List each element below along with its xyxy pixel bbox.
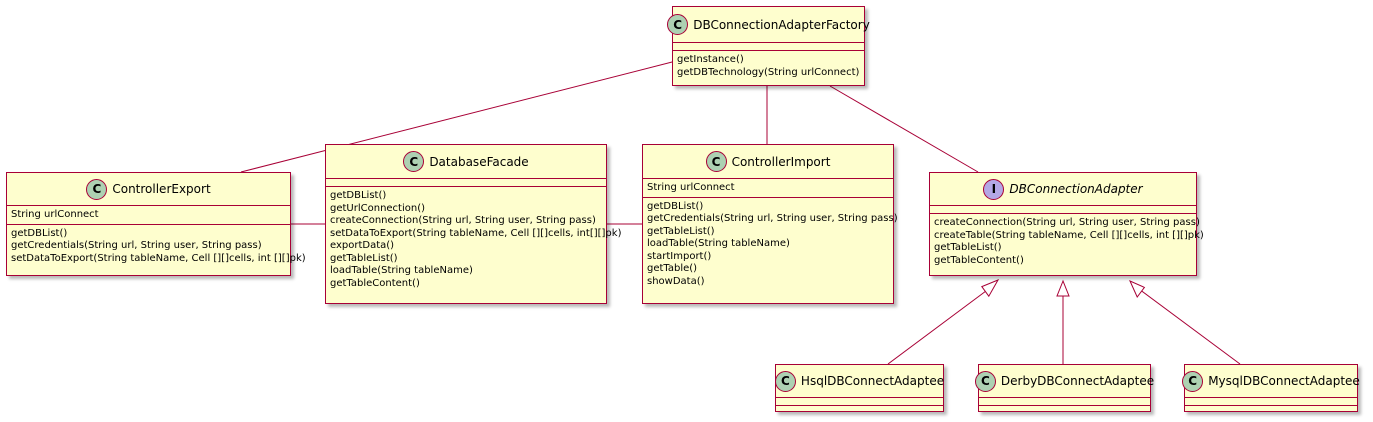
method-row: exportData() [330, 240, 395, 251]
realization-arrow-hsql [981, 278, 1000, 298]
attributes-section [1185, 397, 1357, 405]
class-stereotype-icon: C [705, 151, 727, 172]
edge-factory-adapter [829, 85, 979, 173]
class-name: DBConnectionAdapterFactory [693, 17, 870, 32]
method-row: getTableList() [934, 242, 1002, 253]
method-row: startImport() [647, 250, 712, 262]
method-row: getCredentials(String url, String user, … [647, 213, 898, 224]
method-row: loadTable(String tableName) [330, 265, 473, 276]
method-row: createConnection(String url, String user… [934, 217, 1200, 228]
method-row: getUrlConnection() [330, 202, 426, 214]
method-row: setDataToExport(String tableName, Cell [… [330, 227, 622, 239]
class-name: HsqlDBConnectAdaptee [800, 374, 945, 388]
class-name: DerbyDBConnectAdaptee [1000, 374, 1155, 388]
method-row: getTableList() [330, 252, 398, 264]
class-controllerexport: C ControllerExport String urlConnect get… [6, 172, 306, 276]
class-controllerimport: C ControllerImport String urlConnect get… [642, 144, 898, 304]
class-name: ControllerExport [112, 182, 211, 196]
method-row: getTableList() [647, 225, 715, 237]
class-header: C DerbyDBConnectAdaptee [974, 365, 1154, 397]
method-row: showData() [647, 275, 705, 287]
class-mysqldbconnectadaptee: C MysqlDBConnectAdaptee [1182, 364, 1360, 412]
class-header: C DBConnectionAdapterFactory [667, 7, 870, 42]
method-row: getCredentials(String url, String user, … [11, 240, 262, 251]
attributes-section [776, 397, 943, 405]
edge-hsql-adapter [887, 287, 991, 365]
class-stereotype-icon: C [667, 14, 689, 35]
method-row: getTableContent() [330, 277, 420, 289]
methods-section: createConnection(String url, String user… [930, 213, 1204, 269]
class-header: I DBConnectionAdapter [930, 173, 1196, 205]
class-header: C HsqlDBConnectAdaptee [774, 365, 945, 397]
method-row: setDataToExport(String tableName, Cell [… [11, 252, 306, 264]
class-stereotype-icon: C [1182, 370, 1204, 392]
method-row: getTableContent() [934, 254, 1024, 266]
method-row: createConnection(String url, String user… [330, 215, 596, 226]
attributes-section [930, 205, 1196, 213]
class-name: MysqlDBConnectAdaptee [1208, 374, 1360, 388]
attributes-section [326, 178, 606, 186]
methods-section: getInstance() getDBTechnology(String url… [673, 50, 864, 81]
class-stereotype-icon: C [974, 370, 996, 392]
method-row: createTable(String tableName, Cell [][]c… [934, 229, 1204, 241]
method-row: loadTable(String tableName) [647, 238, 790, 249]
class-name: DBConnectionAdapter [1009, 182, 1143, 196]
methods-section [979, 405, 1150, 411]
interface-dbconnectionadapter: I DBConnectionAdapter createConnection(S… [929, 172, 1204, 276]
attributes-section: String urlConnect [643, 178, 893, 197]
class-header: C DatabaseFacade [326, 145, 606, 178]
attribute-row: String urlConnect [11, 209, 99, 220]
method-row: getTable() [647, 263, 698, 274]
attributes-section [673, 42, 864, 50]
class-stereotype-icon: C [774, 370, 796, 392]
class-header: C MysqlDBConnectAdaptee [1182, 365, 1360, 397]
class-derbydbconnectadaptee: C DerbyDBConnectAdaptee [974, 364, 1154, 412]
method-row: getDBTechnology(String urlConnect) [677, 66, 860, 78]
method-row: getDBList() [647, 200, 704, 212]
methods-section: getDBList() getCredentials(String url, S… [7, 223, 306, 268]
attributes-section [979, 397, 1150, 405]
realization-arrow-mysql [1129, 280, 1146, 298]
realization-arrow-derby [1056, 279, 1070, 297]
class-name: ControllerImport [731, 154, 831, 169]
attributes-section: String urlConnect [7, 205, 290, 224]
edge-factory-export [240, 60, 677, 173]
class-stereotype-icon: C [403, 151, 425, 172]
methods-section: getDBList() getUrlConnection() createCon… [326, 186, 622, 292]
class-header: C ControllerImport [643, 145, 893, 178]
attribute-row: String urlConnect [647, 182, 735, 193]
methods-section [1185, 405, 1357, 411]
class-stereotype-icon: C [86, 178, 108, 200]
methods-section [776, 405, 943, 411]
methods-section: getDBList() getCredentials(String url, S… [643, 196, 898, 291]
class-hsqldbconnectadaptee: C HsqlDBConnectAdaptee [774, 364, 945, 412]
class-dbconnectionadapterfactory: C DBConnectionAdapterFactory getInstance… [667, 6, 870, 86]
method-row: getInstance() [677, 54, 744, 65]
class-databasefacade: C DatabaseFacade getDBList() getUrlConne… [325, 144, 622, 304]
method-row: getDBList() [11, 227, 68, 239]
interface-stereotype-icon: I [983, 178, 1005, 200]
class-header: C ControllerExport [7, 173, 290, 205]
edge-mysql-adapter [1138, 288, 1241, 365]
method-row: getDBList() [330, 190, 387, 201]
class-name: DatabaseFacade [429, 154, 529, 169]
